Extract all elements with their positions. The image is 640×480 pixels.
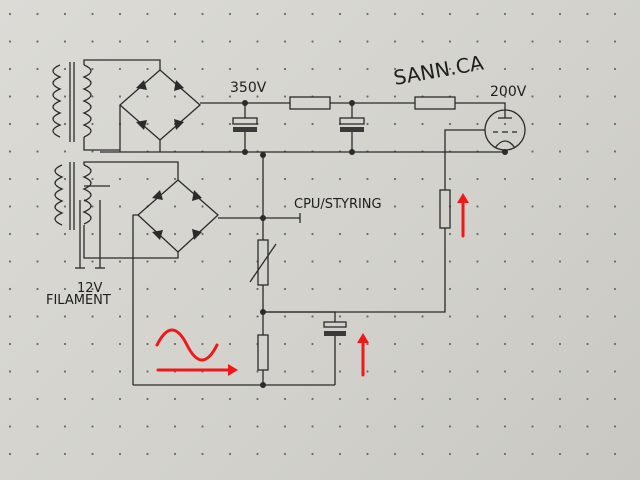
resistor-2: [414, 96, 456, 110]
bridge-rectifier-2: [132, 179, 301, 385]
label-filament: FILAMENT: [46, 293, 111, 308]
label-200v: 200V: [490, 84, 527, 100]
red-arrow-up-resistor: [457, 193, 469, 238]
bridge-rectifier-1: [119, 69, 201, 141]
label-350v: 350V: [230, 80, 267, 96]
dot-grid: [8, 12, 617, 456]
label-title-note: SANN.CA: [392, 50, 486, 89]
resistor-3: [439, 189, 451, 229]
capacitor-2: [339, 117, 365, 125]
transformer-1: [52, 59, 161, 151]
red-arrow-right: [156, 364, 238, 376]
resistor-1: [289, 96, 331, 110]
red-arrow-up-capacitor: [357, 333, 369, 377]
capacitor-3: [323, 321, 347, 328]
label-12v: 12V: [77, 281, 103, 296]
capacitor-1: [232, 117, 258, 125]
vacuum-tube: [444, 109, 526, 190]
sine-wave-annotation: [155, 328, 219, 362]
high-voltage-rail: [200, 96, 506, 152]
label-cpu-styring: CPU/STYRING: [294, 197, 382, 212]
transformer-2: [54, 161, 179, 269]
resistor-4: [257, 334, 269, 371]
